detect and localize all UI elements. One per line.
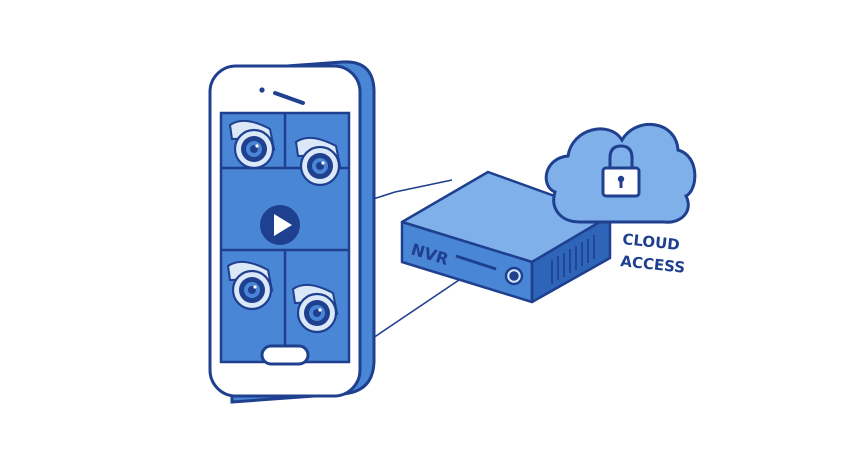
padlock-icon: [601, 144, 641, 198]
cloud-access-label-line2: ACCESS: [620, 252, 686, 277]
cloud-access-label-line1: CLOUD: [622, 230, 681, 254]
security-camera-icon: [228, 119, 276, 170]
security-camera-icon: [294, 136, 342, 187]
cloud-icon: [544, 123, 697, 224]
front-camera-icon: [259, 87, 265, 93]
play-icon: [260, 205, 300, 245]
security-camera-icon: [291, 283, 339, 334]
security-camera-icon: [226, 260, 274, 311]
nvr-recorder-icon: [400, 170, 612, 304]
home-button: [260, 344, 310, 366]
speaker-grille: [273, 91, 305, 105]
smartphone-icon: [208, 60, 376, 404]
